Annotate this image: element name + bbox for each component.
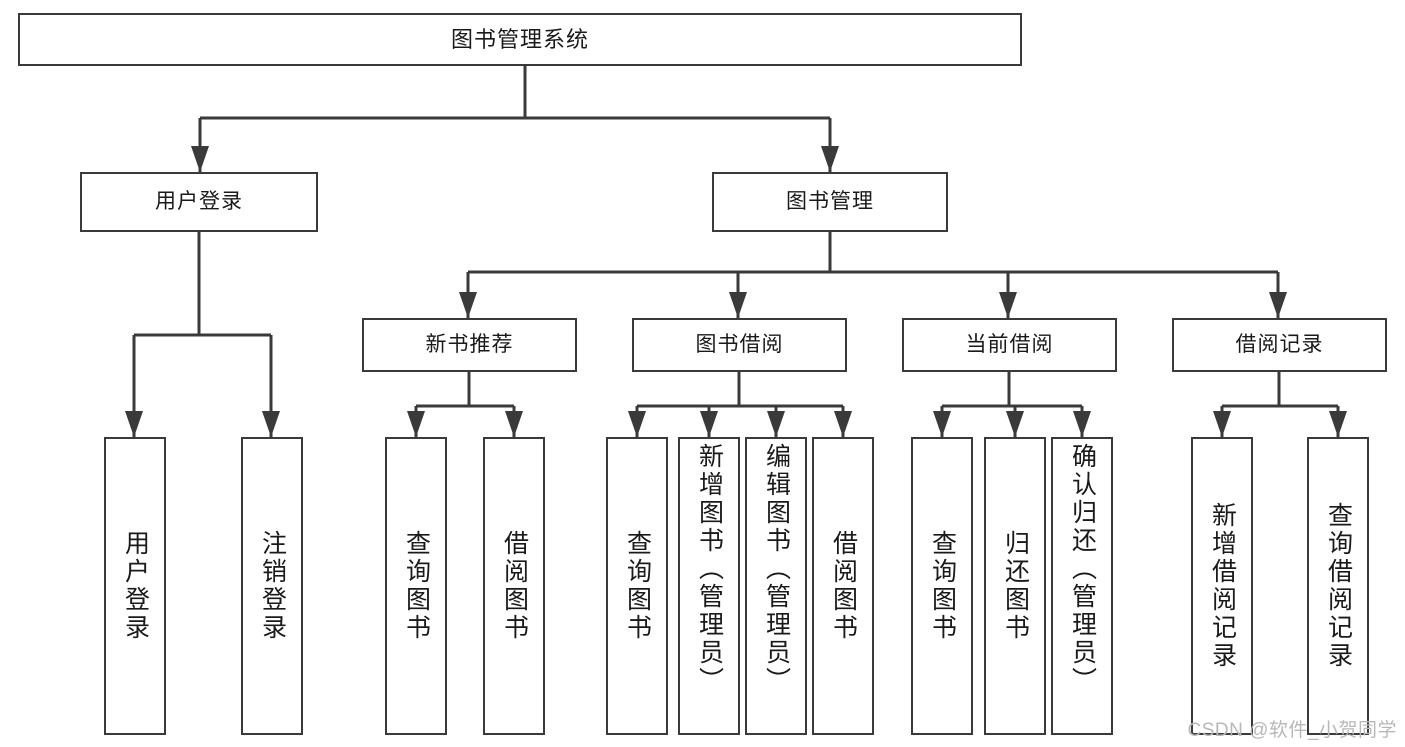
new-book-fanout-arrowhead-1 (505, 411, 523, 437)
node-root[interactable]: 图书管理系统 (18, 13, 1022, 66)
node-book-borrow-label: 图书借阅 (695, 332, 784, 356)
node-leaf-edit-book[interactable]: 编辑图书（管理员） (745, 437, 807, 735)
node-leaf-user-login[interactable]: 用户登录 (104, 437, 166, 735)
node-leaf-return-book[interactable]: 归还图书 (984, 437, 1046, 735)
book-manage-fanout-arrowhead-1 (729, 292, 747, 318)
node-leaf-logout-label: 注销登录 (258, 530, 287, 642)
node-leaf-add-book-label: 新增图书（管理员） (695, 443, 724, 695)
node-user-login-label: 用户登录 (155, 189, 243, 213)
current-borrow-fanout-arrowhead-0 (933, 411, 951, 437)
book-borrow-fanout-arrowhead-3 (834, 411, 852, 437)
current-borrow-fanout-arrowhead-2 (1073, 411, 1091, 437)
node-leaf-query-record-label: 查询借阅记录 (1324, 502, 1353, 670)
node-book-manage-label: 图书管理 (786, 189, 874, 213)
borrow-record-fanout-arrowhead-0 (1213, 411, 1231, 437)
node-leaf-logout[interactable]: 注销登录 (241, 437, 303, 735)
user-login-fanout-arrowhead-0 (125, 411, 143, 437)
book-borrow-fanout-arrowhead-2 (767, 411, 785, 437)
user-login-fanout-arrowhead-1 (262, 411, 280, 437)
node-leaf-confirm-return-label: 确认归还（管理员） (1068, 443, 1097, 695)
node-leaf-query-book-2[interactable]: 查询图书 (606, 437, 668, 735)
node-leaf-user-login-label: 用户登录 (121, 530, 150, 642)
node-leaf-add-book[interactable]: 新增图书（管理员） (678, 437, 740, 735)
node-leaf-query-book-3-label: 查询图书 (928, 530, 957, 642)
node-borrow-record[interactable]: 借阅记录 (1172, 318, 1387, 372)
root-fanout-arrowhead-0 (191, 146, 209, 172)
node-borrow-record-label: 借阅记录 (1235, 332, 1324, 356)
node-leaf-return-book-label: 归还图书 (1001, 530, 1030, 642)
borrow-record-fanout-arrowhead-1 (1329, 411, 1347, 437)
book-manage-fanout-arrowhead-3 (1269, 292, 1287, 318)
book-manage-fanout-arrowhead-0 (459, 292, 477, 318)
node-new-book-rec[interactable]: 新书推荐 (362, 318, 577, 372)
node-user-login[interactable]: 用户登录 (80, 172, 318, 232)
node-leaf-query-record[interactable]: 查询借阅记录 (1307, 437, 1369, 735)
node-book-borrow[interactable]: 图书借阅 (632, 318, 847, 372)
node-leaf-borrow-book-1-label: 借阅图书 (500, 530, 529, 642)
root-fanout-arrowhead-1 (821, 146, 839, 172)
node-leaf-add-record[interactable]: 新增借阅记录 (1191, 437, 1253, 735)
node-leaf-query-book-1[interactable]: 查询图书 (385, 437, 447, 735)
node-leaf-borrow-book-2-label: 借阅图书 (829, 530, 858, 642)
node-leaf-query-book-2-label: 查询图书 (623, 530, 652, 642)
node-leaf-query-book-1-label: 查询图书 (402, 530, 431, 642)
node-current-borrow[interactable]: 当前借阅 (902, 318, 1117, 372)
node-leaf-edit-book-label: 编辑图书（管理员） (762, 443, 791, 695)
node-leaf-add-record-label: 新增借阅记录 (1208, 502, 1237, 670)
node-new-book-rec-label: 新书推荐 (425, 332, 514, 356)
node-leaf-confirm-return[interactable]: 确认归还（管理员） (1051, 437, 1113, 735)
csdn-watermark: CSDN @软件_小贺同学 (1187, 720, 1397, 741)
book-borrow-fanout-arrowhead-0 (628, 411, 646, 437)
node-book-manage[interactable]: 图书管理 (712, 172, 948, 232)
node-leaf-query-book-3[interactable]: 查询图书 (911, 437, 973, 735)
book-manage-fanout-arrowhead-2 (999, 292, 1017, 318)
book-borrow-fanout-arrowhead-1 (700, 411, 718, 437)
node-leaf-borrow-book-1[interactable]: 借阅图书 (483, 437, 545, 735)
new-book-fanout-arrowhead-0 (407, 411, 425, 437)
node-leaf-borrow-book-2[interactable]: 借阅图书 (812, 437, 874, 735)
node-root-label: 图书管理系统 (450, 26, 589, 52)
node-current-borrow-label: 当前借阅 (965, 332, 1054, 356)
current-borrow-fanout-arrowhead-1 (1006, 411, 1024, 437)
